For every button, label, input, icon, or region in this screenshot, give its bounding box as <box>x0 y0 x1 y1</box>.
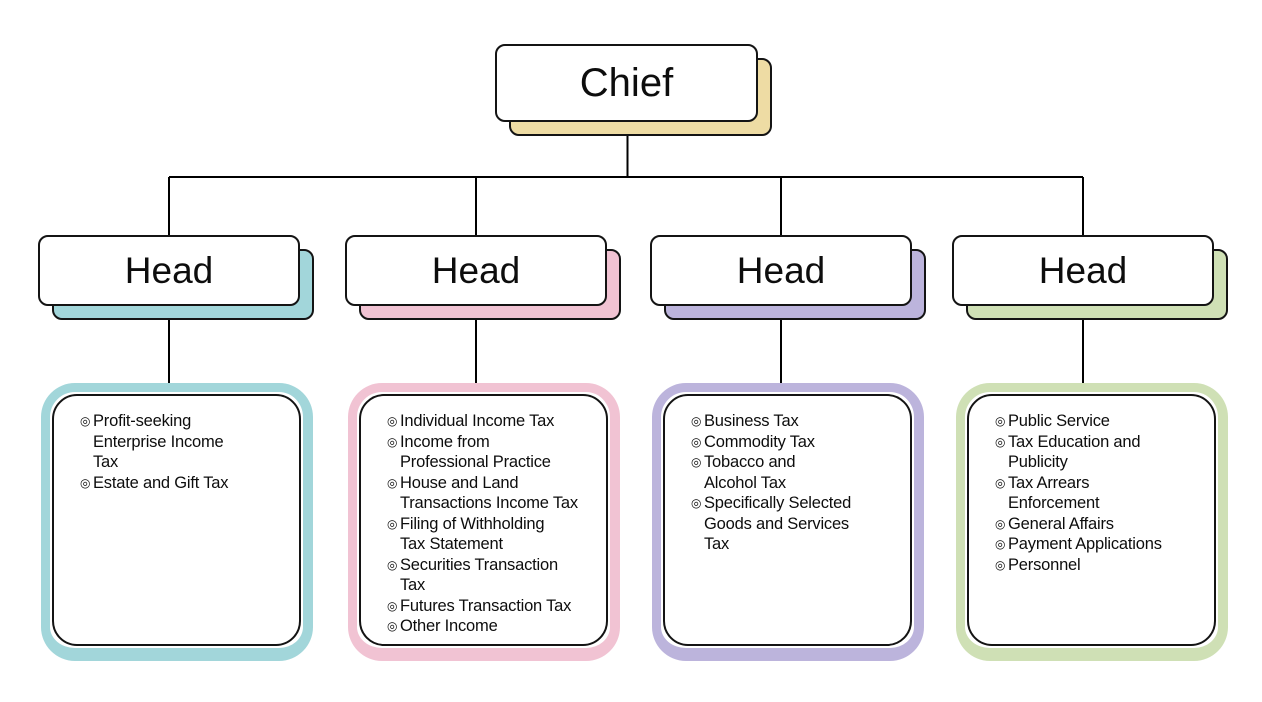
bullseye-bullet-icon: ◎ <box>80 475 91 490</box>
list-item: ◎Tobacco and Alcohol Tax <box>691 452 904 493</box>
head-node-4: Head <box>952 235 1228 320</box>
bullseye-bullet-icon: ◎ <box>387 434 398 449</box>
head-label: Head <box>124 250 214 291</box>
list-item: ◎Profit-seeking Enterprise Income Tax <box>80 411 293 473</box>
list-item-text: Tobacco and Alcohol Tax <box>704 453 796 492</box>
list-item: ◎Public Service <box>995 411 1208 432</box>
list-item-text: Securities Transaction Tax <box>400 555 558 595</box>
dept-card-4: ◎Public Service◎Tax Education and Public… <box>956 383 1228 661</box>
list-item: ◎Personnel <box>995 555 1208 576</box>
list-item: ◎Individual Income Tax <box>387 411 600 432</box>
head-label: Head <box>1038 250 1128 291</box>
dept-list: ◎Individual Income Tax◎Income from Profe… <box>387 411 600 637</box>
head-node-face: Head <box>345 235 607 306</box>
head-node-2: Head <box>345 235 621 320</box>
list-item-text: Futures Transaction Tax <box>400 596 572 615</box>
bullseye-bullet-icon: ◎ <box>387 475 398 490</box>
dept-card-1: ◎Profit-seeking Enterprise Income Tax◎Es… <box>41 383 313 661</box>
bullseye-bullet-icon: ◎ <box>691 414 702 428</box>
head-label: Head <box>736 250 826 291</box>
list-item-text: Other Income <box>400 617 498 635</box>
chief-node: Chief <box>495 44 772 136</box>
bullseye-bullet-icon: ◎ <box>995 475 1006 490</box>
list-item-text: Income from Professional Practice <box>400 432 551 472</box>
list-item-text: Personnel <box>1008 555 1081 574</box>
chief-label: Chief <box>579 61 674 105</box>
list-item: ◎Payment Applications <box>995 534 1208 555</box>
bullseye-bullet-icon: ◎ <box>80 414 91 428</box>
chief-node-face: Chief <box>495 44 758 122</box>
list-item: ◎Other Income <box>387 616 600 637</box>
head-label: Head <box>431 250 521 291</box>
list-item: ◎Futures Transaction Tax <box>387 596 600 617</box>
bullseye-bullet-icon: ◎ <box>691 496 702 510</box>
dept-card-2: ◎Individual Income Tax◎Income from Profe… <box>348 383 620 661</box>
list-item-text: Commodity Tax <box>704 432 815 451</box>
dept-card-inner: ◎Business Tax◎Commodity Tax◎Tobacco and … <box>663 394 912 646</box>
list-item-text: Tax Education and Publicity <box>1008 432 1141 472</box>
dept-card-inner: ◎Individual Income Tax◎Income from Profe… <box>359 394 608 646</box>
list-item-text: Estate and Gift Tax <box>93 473 229 492</box>
list-item-text: Filing of Withholding Tax Statement <box>400 514 545 554</box>
list-item: ◎Income from Professional Practice <box>387 432 600 473</box>
list-item: ◎Filing of Withholding Tax Statement <box>387 514 600 555</box>
list-item-text: Individual Income Tax <box>400 412 555 430</box>
list-item: ◎Commodity Tax <box>691 432 904 453</box>
list-item-text: General Affairs <box>1008 514 1114 533</box>
bullseye-bullet-icon: ◎ <box>995 516 1006 531</box>
list-item-text: House and Land Transactions Income Tax <box>400 473 578 513</box>
dept-list: ◎Profit-seeking Enterprise Income Tax◎Es… <box>80 411 293 493</box>
head-node-face: Head <box>38 235 300 306</box>
head-node-3: Head <box>650 235 926 320</box>
dept-card-3: ◎Business Tax◎Commodity Tax◎Tobacco and … <box>652 383 924 661</box>
dept-list: ◎Business Tax◎Commodity Tax◎Tobacco and … <box>691 411 904 555</box>
bullseye-bullet-icon: ◎ <box>995 414 1006 428</box>
bullseye-bullet-icon: ◎ <box>387 598 398 613</box>
list-item: ◎Business Tax <box>691 411 904 432</box>
dept-card-inner: ◎Public Service◎Tax Education and Public… <box>967 394 1216 646</box>
list-item: ◎General Affairs <box>995 514 1208 535</box>
list-item: ◎Tax Education and Publicity <box>995 432 1208 473</box>
bullseye-bullet-icon: ◎ <box>995 557 1006 572</box>
head-node-face: Head <box>952 235 1214 306</box>
head-node-1: Head <box>38 235 314 320</box>
bullseye-bullet-icon: ◎ <box>387 619 398 633</box>
bullseye-bullet-icon: ◎ <box>387 414 398 428</box>
list-item-text: Payment Applications <box>1008 535 1162 553</box>
list-item: ◎Securities Transaction Tax <box>387 555 600 596</box>
list-item-text: Profit-seeking Enterprise Income Tax <box>93 412 224 471</box>
head-node-face: Head <box>650 235 912 306</box>
list-item-text: Specifically Selected Goods and Services… <box>704 494 852 553</box>
list-item-text: Public Service <box>1008 412 1110 430</box>
list-item-text: Tax Arrears Enforcement <box>1008 473 1100 513</box>
list-item-text: Business Tax <box>704 412 799 430</box>
bullseye-bullet-icon: ◎ <box>691 434 702 449</box>
list-item: ◎House and Land Transactions Income Tax <box>387 473 600 514</box>
list-item: ◎Estate and Gift Tax <box>80 473 293 494</box>
bullseye-bullet-icon: ◎ <box>691 455 702 469</box>
bullseye-bullet-icon: ◎ <box>995 537 1006 551</box>
list-item: ◎Specifically Selected Goods and Service… <box>691 493 904 555</box>
bullseye-bullet-icon: ◎ <box>387 516 398 531</box>
dept-card-inner: ◎Profit-seeking Enterprise Income Tax◎Es… <box>52 394 301 646</box>
bullseye-bullet-icon: ◎ <box>387 557 398 572</box>
bullseye-bullet-icon: ◎ <box>995 434 1006 449</box>
list-item: ◎Tax Arrears Enforcement <box>995 473 1208 514</box>
dept-list: ◎Public Service◎Tax Education and Public… <box>995 411 1208 575</box>
